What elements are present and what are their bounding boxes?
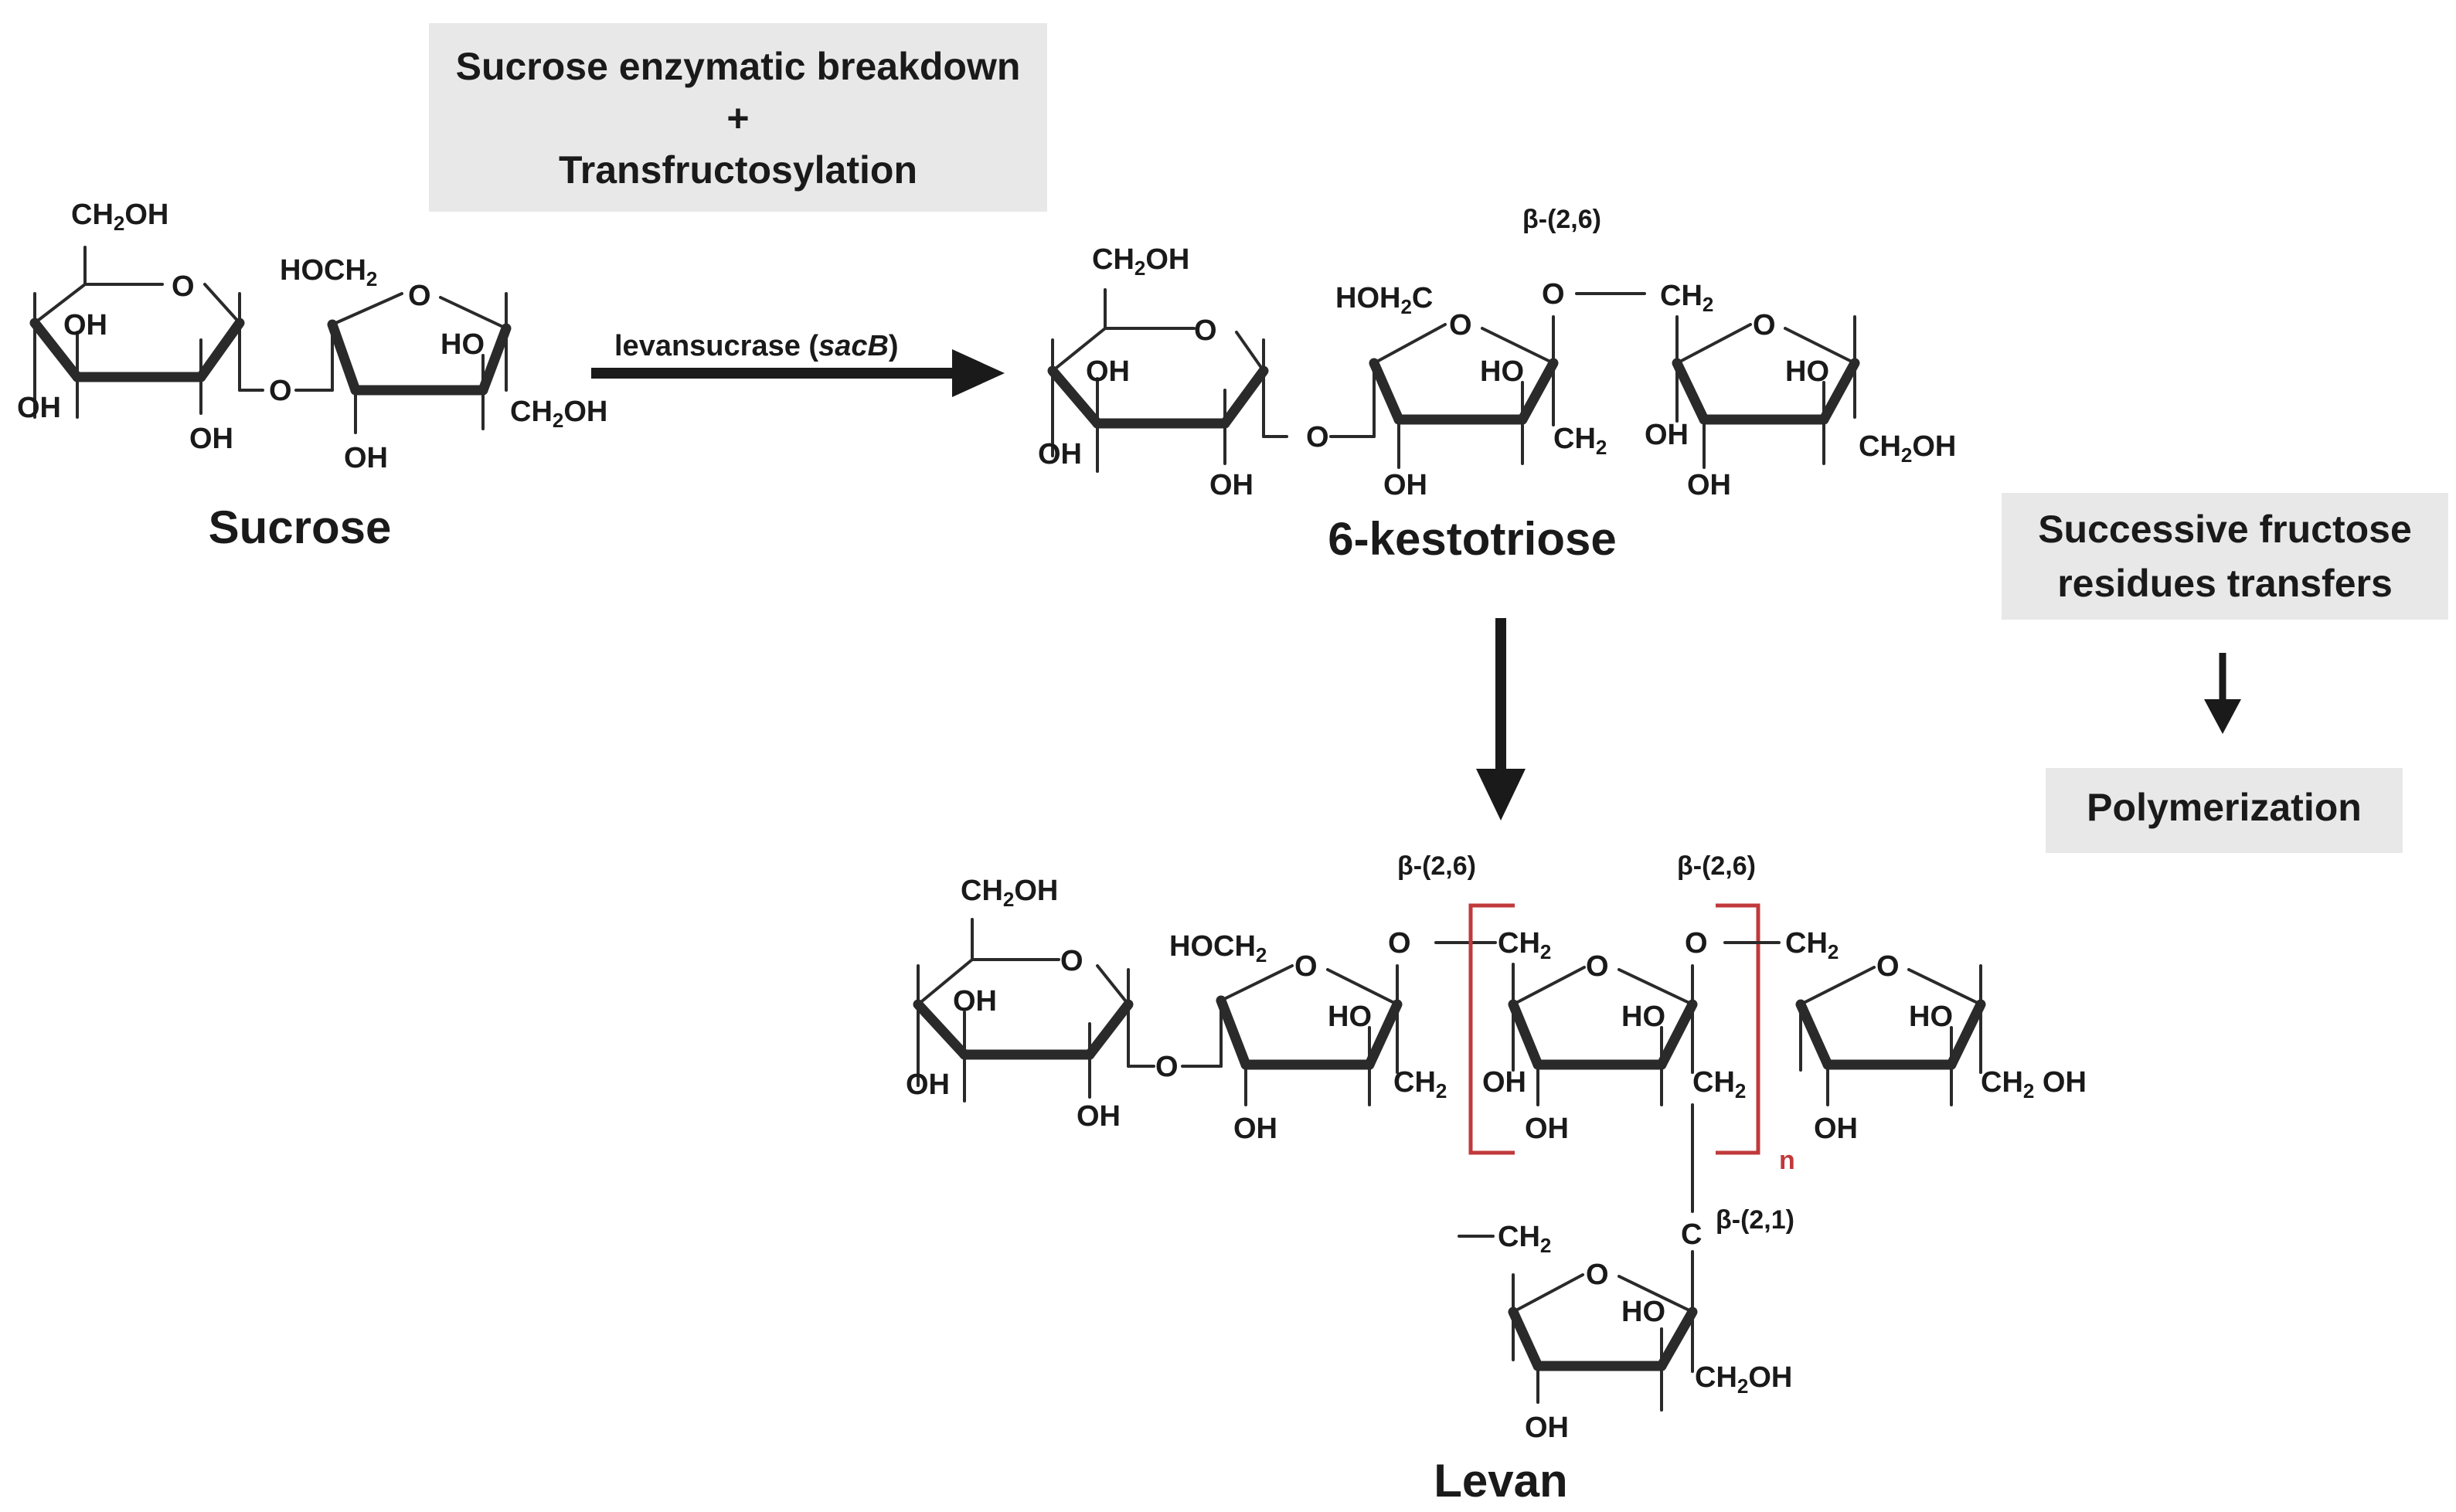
kestotriose-glucose-ring: CH2OH O OH OH OH [1038,243,1288,501]
kestotriose-structure: CH2OH O OH OH OH O HOH2C O HO OH CH2 β-(… [1038,205,1956,565]
repeat-bracket-left [1468,903,1515,1155]
kesto-ho-1: HO [1480,355,1524,388]
levan-repeat-unit: n CH2 O HO OH OH CH2 [1468,903,1795,1175]
right-down-arrow [2204,653,2241,734]
sucrose-oh-3: OH [189,423,233,455]
levan-oh-4: OH [1233,1113,1277,1145]
levan-terminal-ring-o: O [1876,950,1900,983]
levan-ch2-1: CH2 [1393,1066,1447,1103]
sucrose-glycosidic-o: O [269,375,292,407]
kesto-ch2oh-label: CH2OH [1092,243,1189,280]
levan-name: Levan [1434,1455,1567,1507]
sucrose-glucose-ring: CH2OH O OH OH OH [17,199,264,455]
kesto-fructose2-ring-o: O [1753,309,1776,341]
sucrose-oh-2: OH [17,392,61,424]
sucrose-oh-4: OH [344,442,388,474]
sucrose-ring-o: O [172,270,195,303]
kesto-glucose-ring-o: O [1194,314,1217,347]
polymerization-box: Polymerization [2046,768,2403,853]
levan-glucose-ring-o: O [1060,945,1083,977]
top-box-line2: + [726,97,749,140]
levan-branch-ring-o: O [1586,1259,1609,1291]
sucrose-structure: CH2OH O OH OH OH O HOCH2 O HO OH CH2OH S… [17,199,607,553]
kesto-fructose1-ring-o: O [1449,309,1472,341]
sucrose-ho-1: HO [441,328,485,361]
down-arrow-to-levan [1476,618,1526,821]
levan-hoch2-label: HOCH2 [1169,930,1267,967]
levan-ch2oh-label: CH2OH [961,875,1058,911]
levan-glucose-ring: CH2OH O OH OH OH [906,875,1155,1133]
levan-ch2-2: CH2 [1498,927,1551,963]
levan-linkage-label-1: β-(2,6) [1397,851,1476,881]
kestotriose-fructose-ring-1: HOH2C O HO OH CH2 [1329,282,1607,501]
kesto-glycosidic-o: O [1306,421,1329,454]
right-process-box: Successive fructose residues transfers [2002,493,2448,620]
polymerization-label: Polymerization [2087,786,2362,829]
levan-oh-2: OH [906,1069,950,1101]
levan-glycosidic-o: O [1155,1051,1179,1083]
top-process-box: Sucrose enzymatic breakdown + Transfruct… [429,23,1047,212]
kesto-linkage-label: β-(2,6) [1522,205,1601,234]
sucrose-name: Sucrose [209,501,392,553]
levan-fructose-ring-1: HOCH2 O HO OH CH2 [1169,930,1447,1145]
sucrose-fructose-ring-o: O [408,280,431,312]
levan-oh-6: OH [1525,1113,1569,1145]
levan-branch-c: C [1681,1218,1702,1251]
levan-linkage-label-2: β-(2,6) [1677,851,1756,881]
kesto-ch2-2: CH2 [1660,280,1713,316]
levan-oh-5: OH [1482,1066,1526,1099]
levan-ch2-3: CH2 [1692,1066,1746,1103]
levan-oh-3: OH [1077,1100,1121,1133]
top-box-line3: Transfructosylation [559,148,917,192]
kesto-hoh2c-label: HOH2C [1335,282,1433,318]
levan-linkage-label-3: β-(2,1) [1716,1205,1794,1235]
kesto-ch2-1: CH2 [1553,423,1607,459]
kesto-ch2oh-2: CH2OH [1859,430,1956,467]
repeat-bracket-right [1716,903,1760,1155]
levan-oh-1: OH [953,985,997,1018]
levan-ho-4: HO [1621,1296,1665,1328]
levan-ho-2: HO [1621,1001,1665,1033]
kestotriose-name: 6-kestotriose [1328,513,1616,565]
levan-branch: C β-(2,1) CH2 O HO CH2OH OH [1458,1103,1794,1444]
levan-linkage-o-2: O [1685,927,1708,960]
levan-structure: CH2OH O OH OH OH O HOCH2 O HO OH CH2 β-(… [906,851,2087,1507]
levan-fructose1-ring-o: O [1294,950,1318,983]
levan-repeat-ring-o: O [1586,950,1609,983]
top-box-line1: Sucrose enzymatic breakdown [456,45,1021,88]
kesto-oh-4: OH [1383,469,1427,501]
levan-oh-7: OH [1814,1113,1858,1145]
levan-ch2oh-2: CH2OH [1695,1361,1792,1398]
repeat-n-label: n [1779,1146,1795,1175]
sucrose-hoch2-label: HOCH2 [280,254,377,291]
levan-ch2-4: CH2 [1785,927,1839,963]
sucrose-ch2oh-2: CH2OH [510,396,607,432]
right-box-line2: residues transfers [2057,562,2393,605]
levan-ch2-5: CH2 [1498,1221,1551,1257]
levan-oh-8: OH [1525,1412,1569,1444]
sucrose-ch2oh-label: CH2OH [71,199,168,235]
sucrose-oh-1: OH [63,309,107,341]
levan-ho-1: HO [1328,1001,1372,1033]
levan-ho-3: HO [1909,1001,1953,1033]
right-box-line1: Successive fructose [2038,508,2412,551]
kesto-linkage-o: O [1542,278,1565,311]
kesto-oh-2: OH [1038,438,1082,471]
kesto-ho-2: HO [1785,355,1829,388]
kesto-oh-6: OH [1687,469,1731,501]
enzyme-label: levansucrase (sacB) [614,330,899,362]
kestotriose-fructose-ring-2: CH2 O HO OH OH CH2OH [1645,280,1956,501]
reaction-arrow: levansucrase (sacB) [591,330,1005,397]
levan-terminal-fructose-ring: CH2 O HO OH CH2 OH [1785,927,2087,1145]
kesto-oh-3: OH [1209,469,1254,501]
kesto-oh-5: OH [1645,419,1689,451]
sucrose-fructose-ring: HOCH2 O HO OH CH2OH [280,254,607,474]
kesto-oh-1: OH [1086,355,1130,388]
levan-ch2-oh-label: CH2 OH [1981,1066,2087,1103]
levan-linkage-o-1: O [1388,927,1411,960]
